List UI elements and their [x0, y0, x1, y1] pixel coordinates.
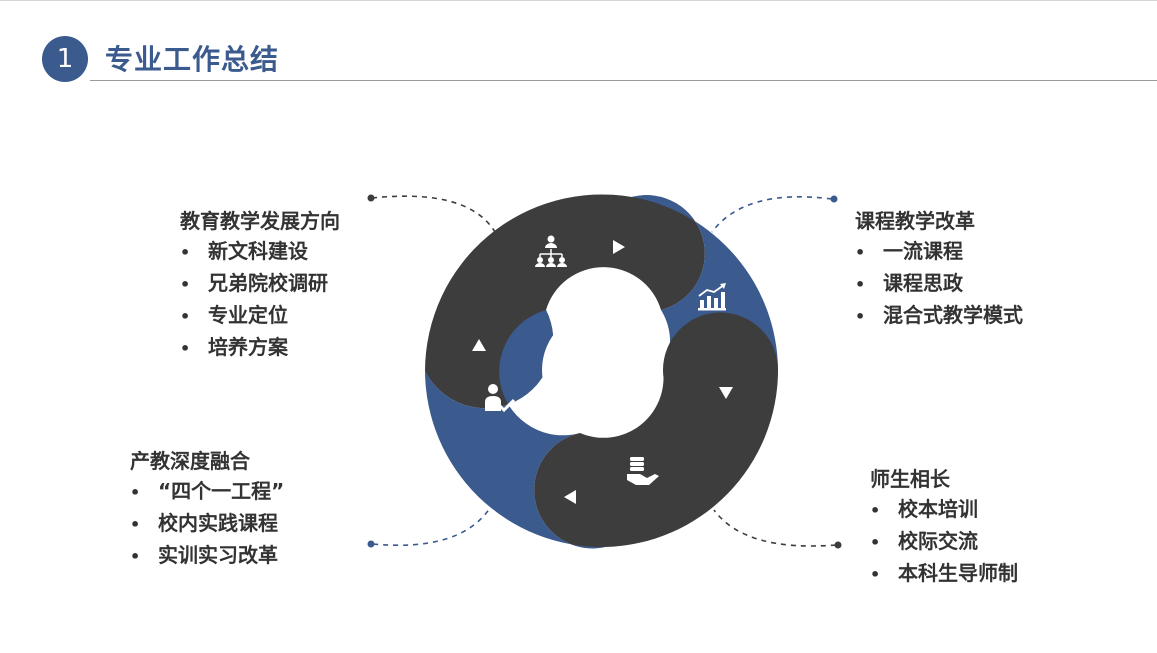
group-list: •一流课程 •课程思政 •混合式教学模式: [855, 236, 1023, 332]
connector-bottom-right: [713, 509, 837, 547]
group-list: •“四个一工程” •校内实践课程 •实训实习改革: [130, 476, 284, 572]
group-heading: 产教深度融合: [130, 449, 250, 473]
connector-dot-bottom-left: [367, 540, 375, 548]
list-item: •新文科建设: [180, 239, 308, 263]
group-list: •校本培训 •校际交流 •本科生导师制: [870, 494, 1018, 590]
connector-top-right: [711, 196, 833, 233]
list-item: •专业定位: [180, 303, 288, 327]
list-item: •混合式教学模式: [855, 303, 1023, 327]
segment-bottom: [534, 312, 779, 549]
list-item: •实训实习改革: [130, 543, 278, 567]
section-number-badge: 1: [42, 36, 88, 82]
group-top-right: 课程教学改革 •一流课程 •课程思政 •混合式教学模式: [855, 206, 1023, 332]
arrow-down-icon: [719, 387, 733, 399]
list-item: •课程思政: [855, 271, 963, 295]
connector-dot-top-left: [367, 194, 375, 202]
list-item: •兄弟院校调研: [180, 271, 328, 295]
group-top-left: 教育教学发展方向 •新文科建设 •兄弟院校调研 •专业定位 •培养方案: [180, 206, 340, 364]
arrow-left-icon: [564, 490, 576, 504]
group-bottom-left: 产教深度融合 •“四个一工程” •校内实践课程 •实训实习改革: [130, 446, 284, 572]
list-item: •“四个一工程”: [130, 479, 285, 503]
list-item: •一流课程: [855, 239, 963, 263]
connector-top-left: [371, 195, 496, 233]
org-chart-icon: [535, 235, 567, 267]
top-border: [0, 0, 1157, 1]
growth-chart-icon: [698, 283, 726, 311]
person-check-icon: [485, 384, 516, 413]
group-heading: 课程教学改革: [855, 209, 975, 233]
hand-coins-icon: [627, 457, 659, 485]
connector-dot-bottom-right: [834, 541, 842, 549]
list-item: •培养方案: [180, 335, 288, 359]
list-item: •校本培训: [870, 497, 978, 521]
group-heading: 师生相长: [870, 467, 950, 491]
arrow-right-icon: [613, 240, 625, 254]
group-heading: 教育教学发展方向: [180, 209, 340, 233]
page-title: 专业工作总结: [105, 43, 280, 76]
connector-bottom-left: [372, 507, 491, 547]
connector-dot-top-right: [830, 195, 838, 203]
list-item: •校内实践课程: [130, 511, 278, 535]
segment-left: [425, 310, 605, 549]
list-item: •校际交流: [870, 529, 978, 553]
center-hole: [542, 310, 662, 430]
group-bottom-right: 师生相长 •校本培训 •校际交流 •本科生导师制: [870, 464, 1018, 590]
list-item: •本科生导师制: [870, 561, 1018, 585]
title-underline: [90, 80, 1157, 81]
arrow-up-icon: [472, 339, 486, 351]
group-list: •新文科建设 •兄弟院校调研 •专业定位 •培养方案: [180, 236, 340, 364]
segment-top-left: [425, 194, 705, 409]
